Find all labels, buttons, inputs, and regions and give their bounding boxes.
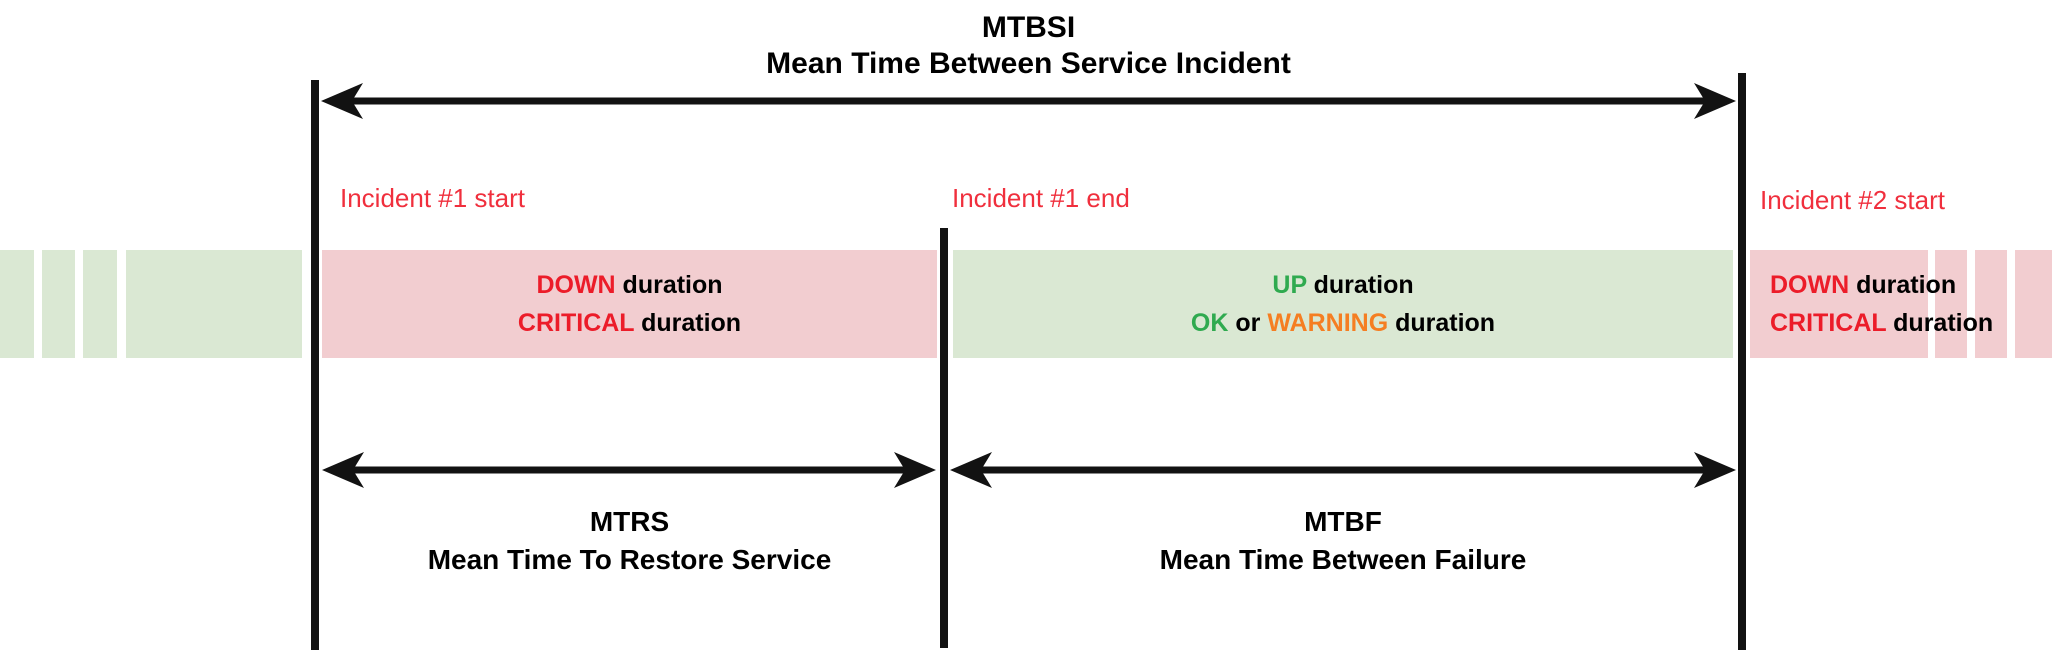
incident-1-end-marker bbox=[940, 228, 948, 648]
mtrs-full: Mean Time To Restore Service bbox=[427, 544, 832, 575]
incident-1-start-marker bbox=[311, 80, 319, 650]
mtrs-abbr: MTRS bbox=[589, 506, 670, 537]
down-band-2-text: DOWN duration CRITICAL duration bbox=[1770, 266, 2052, 662]
down-band-1: DOWN duration CRITICAL duration bbox=[322, 250, 937, 358]
down-band-2-segment bbox=[1750, 250, 1928, 358]
up-band-line1: UP duration bbox=[1272, 271, 1414, 299]
down-band-1-text: DOWN duration CRITICAL duration bbox=[322, 250, 937, 358]
incident-2-start-marker bbox=[1738, 73, 1746, 650]
mtbf-label: MTBF Mean Time Between Failure bbox=[950, 503, 1736, 579]
up-band-line2: OK or WARNING duration bbox=[1190, 309, 1496, 337]
down-band-1-line2: CRITICAL duration bbox=[517, 309, 742, 337]
down-band-2-line1: DOWN duration bbox=[1770, 271, 1957, 299]
up-history-segment bbox=[126, 250, 302, 358]
down-band-2-segment bbox=[1975, 250, 2007, 358]
mtbf-span-arrow bbox=[950, 452, 1736, 488]
up-history-segment bbox=[42, 250, 75, 358]
incident-2-start-label: Incident #2 start bbox=[1760, 185, 1945, 215]
down-band-2-segment bbox=[1935, 250, 1967, 358]
up-band-text: UP duration OK or WARNING duration bbox=[953, 250, 1733, 358]
down-band-2-segment bbox=[2015, 250, 2052, 358]
title-abbr: MTBSI bbox=[981, 11, 1076, 44]
title-full: Mean Time Between Service Incident bbox=[766, 47, 1291, 80]
mtbf-full: Mean Time Between Failure bbox=[1159, 544, 1527, 575]
up-history-segment bbox=[83, 250, 117, 358]
diagram-title: MTBSI Mean Time Between Service Incident bbox=[321, 10, 1736, 82]
mtbsi-span-arrow bbox=[321, 83, 1736, 119]
mtrs-label: MTRS Mean Time To Restore Service bbox=[322, 503, 937, 579]
mtrs-span-arrow bbox=[322, 452, 936, 488]
down-band-2-line2: CRITICAL duration bbox=[1770, 309, 1994, 337]
incident-1-start-label: Incident #1 start bbox=[340, 183, 525, 213]
down-band-1-line1: DOWN duration bbox=[536, 271, 723, 299]
mtbf-abbr: MTBF bbox=[1304, 506, 1382, 537]
up-band: UP duration OK or WARNING duration bbox=[953, 250, 1733, 358]
up-history-segment bbox=[0, 250, 34, 358]
incident-1-end-label: Incident #1 end bbox=[952, 183, 1130, 213]
